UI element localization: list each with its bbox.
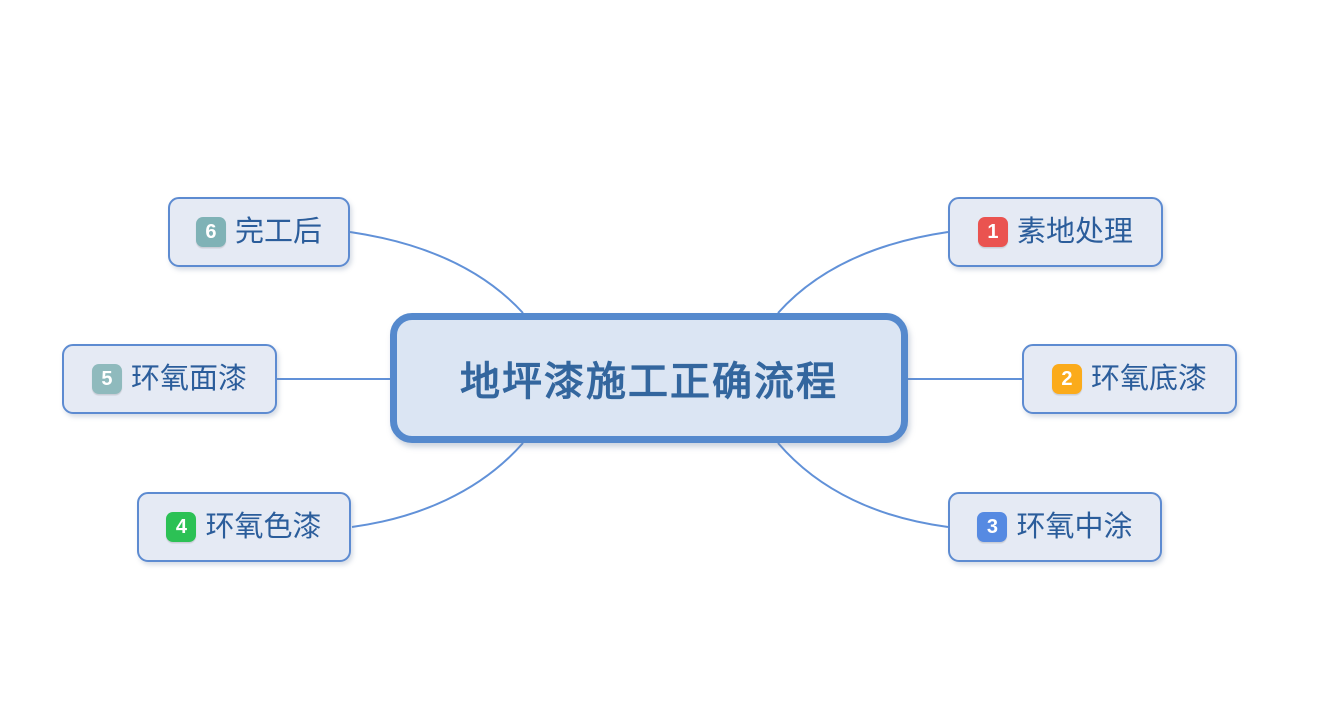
- branch-node-5[interactable]: 5 环氧面漆: [62, 344, 277, 414]
- central-topic-node[interactable]: 地坪漆施工正确流程: [390, 313, 908, 443]
- step-number-badge: 5: [91, 364, 122, 394]
- connector-line-6: [349, 231, 524, 314]
- branch-label: 环氧面漆: [130, 362, 247, 395]
- connector-line-4: [351, 442, 524, 528]
- branch-label: 环氧色漆: [205, 510, 322, 543]
- branch-label: 环氧底漆: [1090, 362, 1207, 395]
- central-topic-title: 地坪漆施工正确流程: [460, 360, 838, 404]
- branch-label: 素地处理: [1016, 215, 1133, 248]
- step-number-badge: 2: [1051, 364, 1082, 394]
- branch-node-1[interactable]: 1 素地处理: [948, 197, 1163, 267]
- branch-node-3[interactable]: 3 环氧中涂: [948, 492, 1162, 562]
- step-number-badge: 6: [195, 217, 226, 247]
- branch-label: 完工后: [234, 215, 322, 248]
- step-number-badge: 4: [166, 512, 197, 542]
- step-number-badge: 3: [977, 512, 1008, 542]
- connector-line-3: [777, 442, 949, 528]
- step-number-badge: 1: [977, 217, 1008, 247]
- connector-line-1: [777, 231, 949, 314]
- branch-node-4[interactable]: 4 环氧色漆: [137, 492, 351, 562]
- branch-node-6[interactable]: 6 完工后: [168, 197, 350, 267]
- branch-node-2[interactable]: 2 环氧底漆: [1022, 344, 1237, 414]
- branch-label: 环氧中涂: [1016, 510, 1133, 543]
